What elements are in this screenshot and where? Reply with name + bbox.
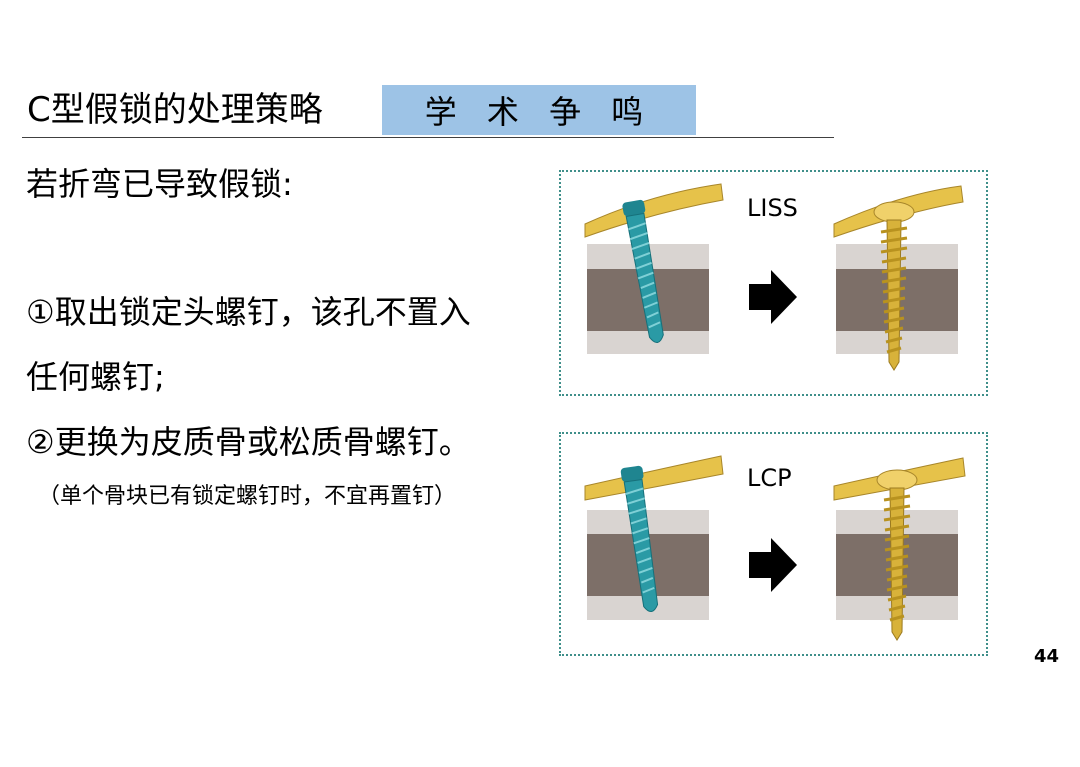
page-number: 44: [1034, 646, 1060, 667]
lead-text: 若折弯已导致假锁:: [26, 165, 293, 203]
figure-lcp-panel: LCP: [559, 432, 988, 656]
figure-liss-illustration: [584, 183, 964, 371]
plate-left: [584, 455, 724, 501]
arrow-right-icon: [749, 538, 797, 592]
plate-left: [584, 183, 724, 238]
figure-lcp-label: LCP: [747, 464, 792, 492]
arrow-right-icon: [749, 270, 797, 324]
slide-title: C型假锁的处理策略: [27, 90, 323, 130]
item-2: ②更换为皮质骨或松质骨螺钉。: [26, 423, 471, 461]
item-1-line-2: 任何螺钉;: [26, 358, 165, 396]
figure-liss-panel: LISS: [559, 170, 988, 396]
figure-liss-label: LISS: [747, 194, 798, 222]
cortical-screw-icon: [873, 201, 915, 371]
locking-screw-icon: [622, 199, 664, 343]
item-1-line-1: ①取出锁定头螺钉，该孔不置入: [26, 293, 471, 331]
title-divider: [22, 137, 834, 138]
cortical-screw-icon: [876, 469, 918, 641]
section-tag: 学 术 争 鸣: [382, 85, 696, 135]
figure-lcp-illustration: [584, 455, 966, 641]
note-text: （单个骨块已有锁定螺钉时，不宜再置钉）: [38, 484, 457, 509]
locking-screw-icon: [620, 465, 659, 612]
